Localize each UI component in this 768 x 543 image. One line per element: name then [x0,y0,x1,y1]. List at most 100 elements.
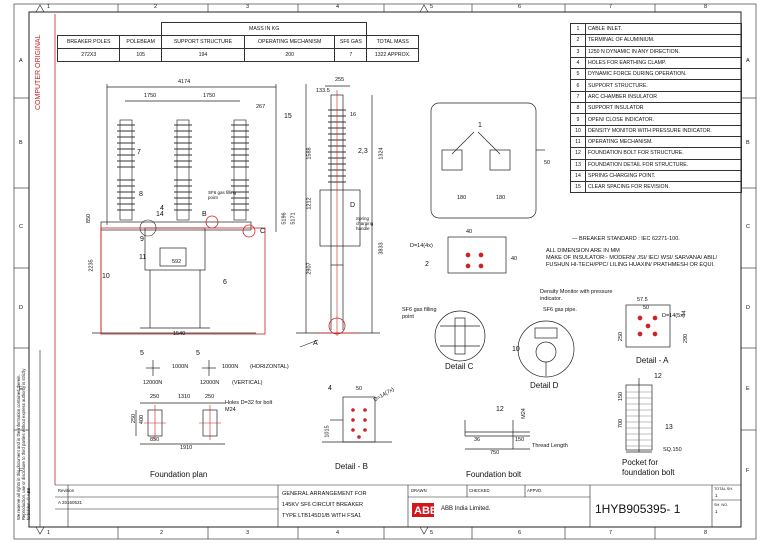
dim-label: 5171 [290,212,297,225]
gas-pipe-note: SF6 gas pipe. [543,307,577,313]
sheet-number-value: 1 [715,509,718,514]
thread-length-note: Thread Length [532,443,568,449]
note-text: TERMINAL OF ALUMINIUM. [585,34,742,47]
dim-label: 1324 [378,147,385,160]
mass-header-cell: TOTAL MASS [366,35,419,49]
mass-header-cell: OPERATING MECHANISM [244,35,336,49]
note-number: 10 [570,124,586,137]
revision-value: A 20160531 [58,500,83,505]
dim-label: SQ.150 [663,447,682,453]
mass-value-cell: 7 [334,48,368,62]
note-number: 14 [570,169,586,183]
marker: 2,3 [358,148,368,155]
dim-label: 40 [466,229,473,235]
dim-label: 255 [335,77,345,83]
note-text: CABLE INLET. [585,22,742,36]
note-number: 13 [570,158,586,171]
foundation-bolt-drawing [464,420,530,450]
note-text: SUPPORT INSULATOR [585,102,742,115]
dim-label: 57.5 [637,297,648,303]
marker: 5 [196,350,200,357]
detail-a-title: Detail - A [636,356,669,365]
mass-table: MASS IN KG BREAKER POLES POLEBEAM SUPPOR… [56,22,419,62]
dim-label: 250 [150,394,160,400]
revision-label: Revision [58,488,75,493]
dim-label: 50 [643,305,650,311]
sheet-number-label: SH. NO. [714,503,729,507]
marker: 8 [139,191,143,198]
note-text: FOUNDATION DETAIL FOR STRUCTURE. [585,158,742,171]
dim-label: 180 [496,195,506,201]
marker: 12 [654,373,662,380]
pocket-drawing [625,378,653,453]
note-number: 9 [570,113,586,126]
marker: 5 [140,350,144,357]
abb-logo-text: ABB [414,505,438,517]
outer-frame [13,3,757,540]
drawing-title-line3: TYPE LTB145D1/B WITH FSA1 [282,513,362,519]
mass-table-title: MASS IN KG [160,22,368,36]
dim-label: D=14(5x) [662,313,685,319]
dim-label: 1540 [173,331,186,337]
approved-label: APPVD. [527,488,543,493]
terminal-hole-label: D=14(4x) [410,243,433,249]
top-view [430,102,545,219]
force-value: 1000N [172,364,189,370]
note-text: ARC CHAMBER INSULATOR [585,90,742,104]
note-text: DYNAMIC FORCE DURING OPERATION. [585,68,742,81]
force-value: 1000N [222,364,239,370]
note-number: 5 [570,68,586,81]
dim-label: 2907 [306,262,313,275]
mass-value-cell: 200 [244,48,336,62]
note-text: HOLES FOR EARTHING CLAMP. [585,56,742,70]
dim-label: 150 [515,437,525,443]
drawing-title-line2: 145KV SF6 CIRCUIT BREAKER [282,502,364,508]
dim-label: 750 [490,450,500,456]
note-number: 1 [570,22,586,36]
detail-c-drawing [434,310,486,362]
dim-label: 1212 [306,197,313,210]
note-number: 3 [570,45,586,58]
mass-header-cell: BREAKER POLES [56,35,121,49]
pocket-title-line1: Pocket for [622,458,659,467]
company-name: ABB India Limited. [441,506,491,512]
mass-value-cell: 1322 APPROX. [366,48,419,62]
marker: 11 [139,254,147,261]
dim-label: 1015 [324,425,331,438]
dim-label: 250 [205,394,215,400]
dim-label: 850 [150,437,160,443]
force-value: 12000N [200,380,220,386]
marker: 4 [328,385,332,392]
marker: 10 [512,346,520,353]
column-ticks [14,4,756,539]
note-number: 6 [570,79,586,92]
marker: 7 [137,149,141,156]
dim-label: 3833 [378,242,385,255]
detail-d-title: Detail D [530,381,559,390]
note-number: 11 [570,135,586,149]
dim-label: 267 [256,104,266,110]
note-number: 2 [570,34,586,47]
mass-header-cell: SF6 GAS [334,35,368,49]
foundation-bolt-title: Foundation bolt [466,470,522,479]
inner-frame [28,11,742,528]
marker: 14 [156,211,164,218]
mass-value-cell: 194 [160,48,246,62]
breaker-standard-text: BREAKER STANDARD : IEC 62271-100. [579,236,680,242]
marker: 592 [172,259,182,265]
abb-logo [412,503,434,517]
dim-label: 1910 [180,445,193,451]
dim-label: 4174 [178,79,191,85]
detail-b-title: Detail - B [335,462,368,471]
marker: 2 [425,261,429,268]
marker: 1 [478,122,482,129]
